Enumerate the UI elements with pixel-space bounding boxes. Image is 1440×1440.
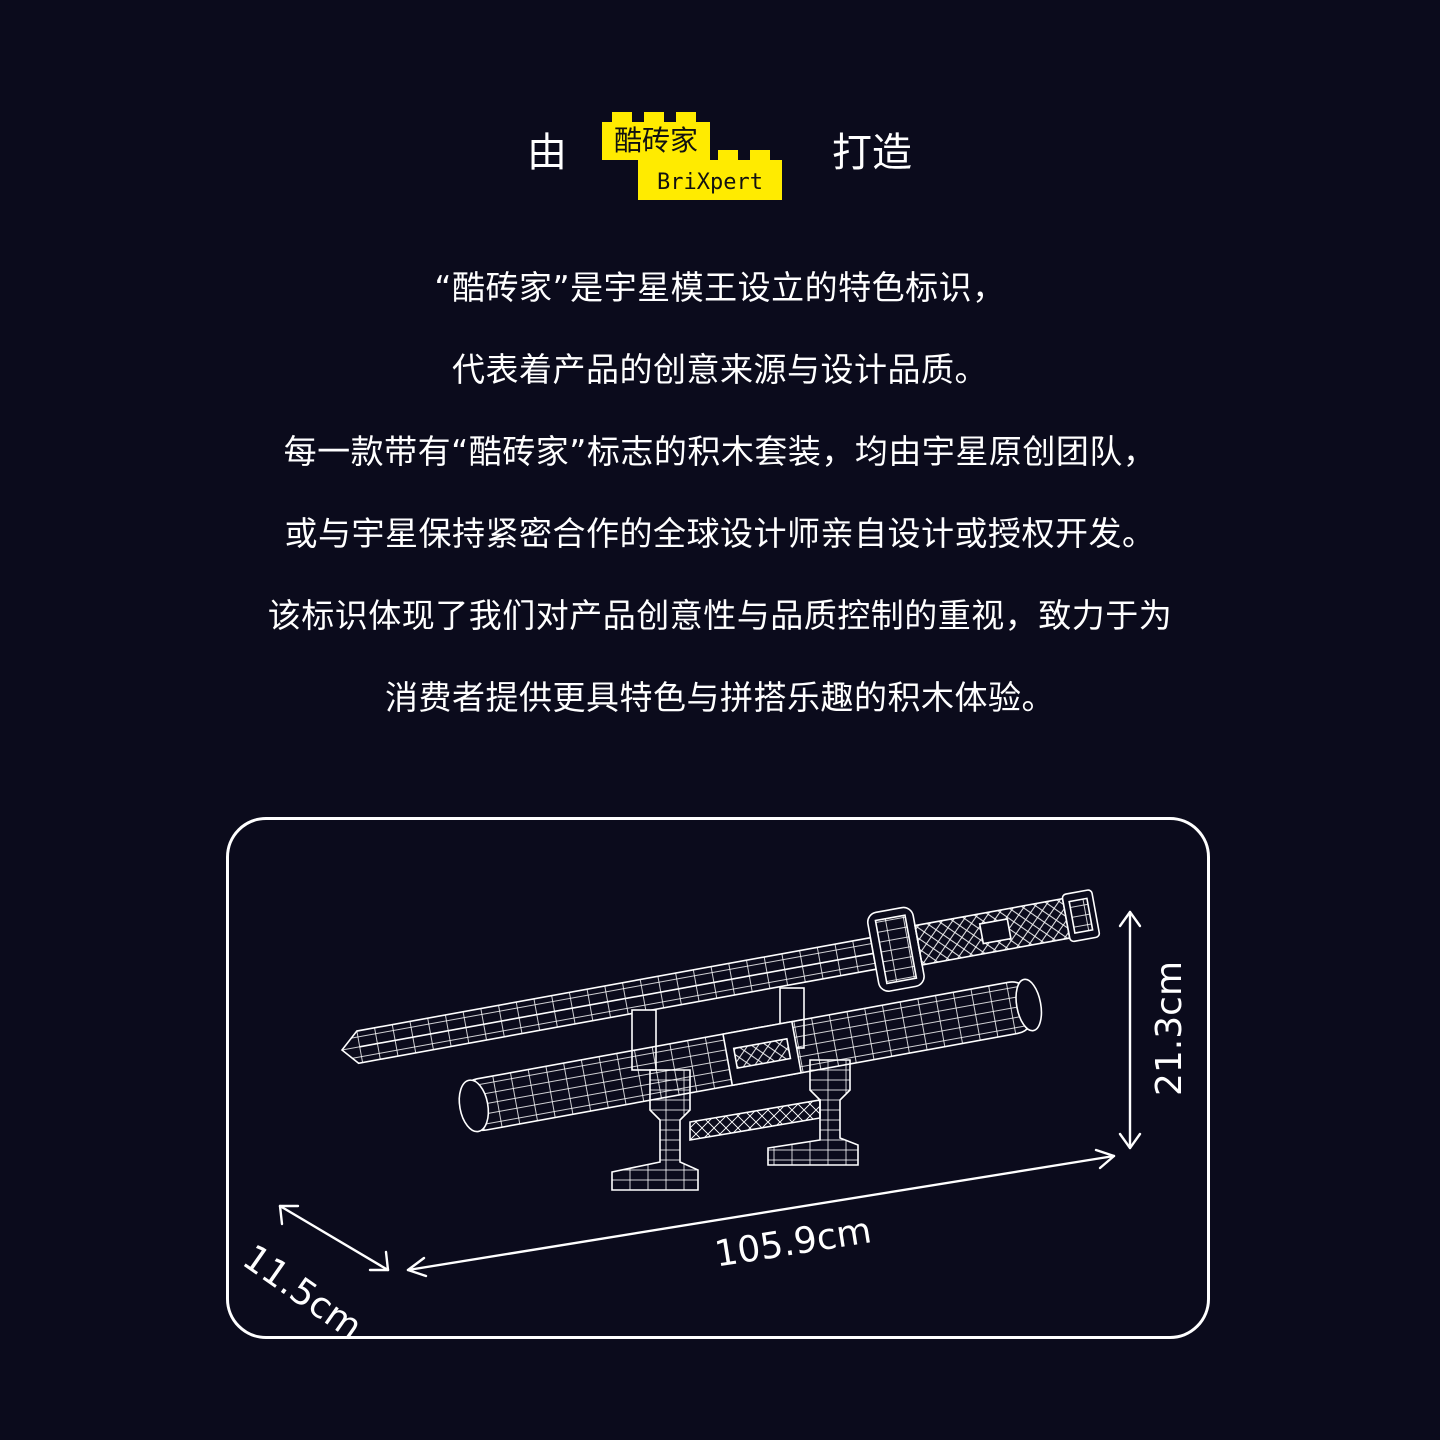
height-label: 21.3cm <box>1149 960 1190 1096</box>
sword-drawing <box>340 889 1101 1065</box>
made-by-suffix: 打造 <box>832 130 912 176</box>
description-line: 代表着产品的创意来源与设计品质。 <box>452 350 988 389</box>
length-arrow <box>406 1154 1116 1272</box>
logo-bottom-brick <box>638 150 782 200</box>
description-line: 或与宇星保持紧密合作的全球设计师亲自设计或授权开发。 <box>284 514 1156 553</box>
width-arrow <box>278 1204 390 1272</box>
made-by-line: 由 酷砖家 BriXpert 打造 <box>0 100 1440 210</box>
scabbard-drawing <box>458 978 1043 1133</box>
logo-en-text: BriXpert <box>657 170 763 195</box>
description-line: 每一款带有“酷砖家”标志的积木套装，均由宇星原创团队， <box>283 432 1157 471</box>
made-by-prefix: 由 <box>527 130 567 176</box>
description-line: “酷砖家”是宇星模王设立的特色标识， <box>434 268 1006 307</box>
dimension-arrows <box>278 910 1142 1278</box>
brixpert-logo: 酷砖家 BriXpert <box>602 112 782 200</box>
description-line: 该标识体现了我们对产品创意性与品质控制的重视，致力于为 <box>267 596 1173 635</box>
brand-description: “酷砖家”是宇星模王设立的特色标识， 代表着产品的创意来源与设计品质。 每一款带… <box>0 252 1440 744</box>
logo-top-brick <box>602 112 710 160</box>
dimension-panel <box>226 817 1210 1339</box>
description-line: 消费者提供更具特色与拼搭乐趣的积木体验。 <box>385 678 1055 717</box>
logo-cn-text: 酷砖家 <box>614 124 698 157</box>
